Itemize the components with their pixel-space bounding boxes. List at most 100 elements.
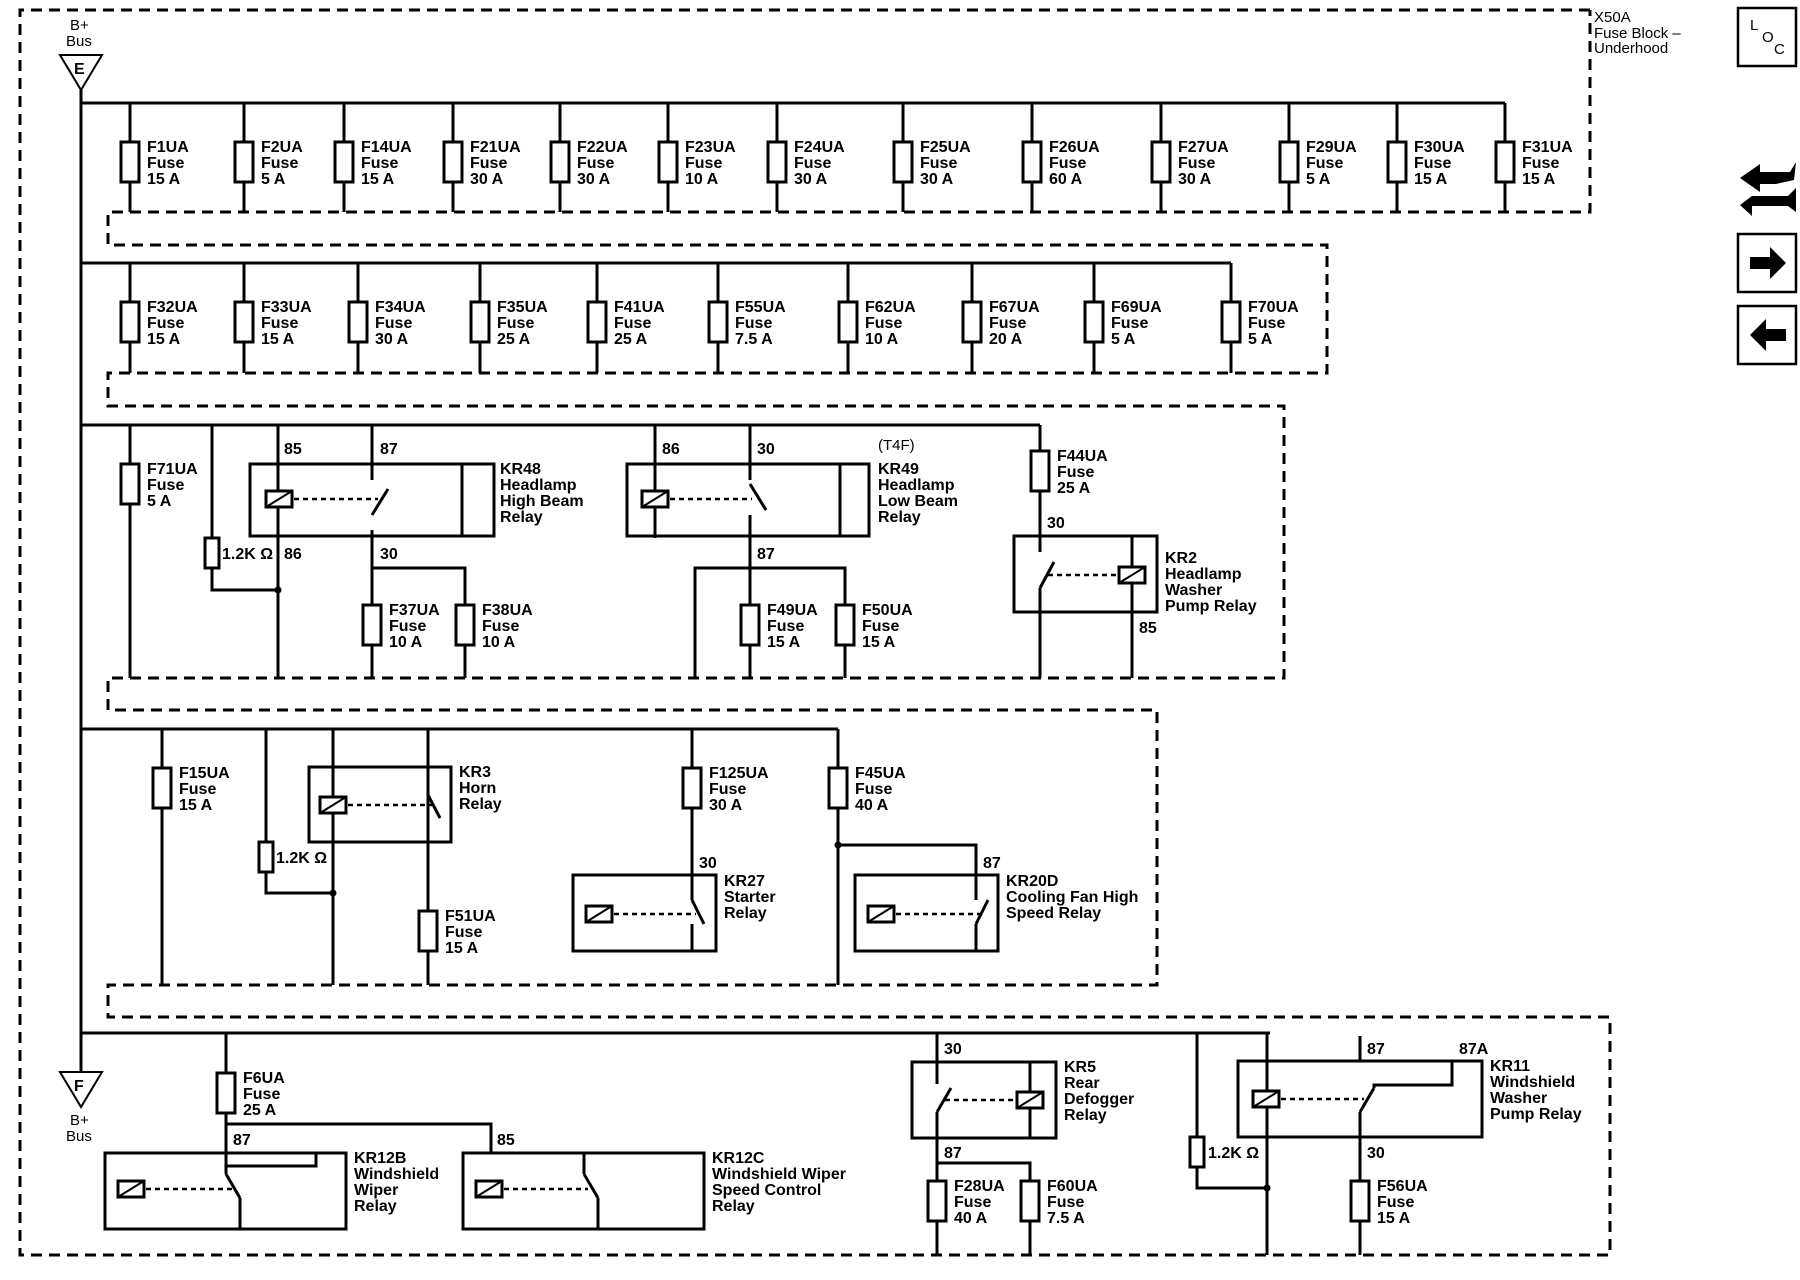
bus-label: Bus: [66, 33, 92, 50]
pin-number: 30: [1367, 1145, 1385, 1162]
fuse-type: Fuse: [147, 477, 184, 494]
relay-KR49-box: [625, 462, 871, 538]
relay-label-line: Relay: [1064, 1107, 1107, 1124]
fuse-type: Fuse: [855, 781, 892, 798]
bus-label: Bus: [66, 1128, 92, 1145]
fuse-symbol: [1083, 300, 1105, 344]
fuse-type: Fuse: [261, 155, 298, 172]
pin-number: 87A: [1459, 1041, 1489, 1058]
fuse-symbol: [417, 909, 439, 953]
relay-label-line: Washer: [1490, 1090, 1547, 1107]
resistor-symbol: [1188, 1135, 1206, 1169]
fuse-name: F28UA: [954, 1178, 1005, 1195]
fuse-symbol: [1021, 140, 1043, 184]
fuse-name: F69UA: [1111, 299, 1162, 316]
relay-label-line: KR12B: [354, 1150, 406, 1167]
pin-number: 85: [1139, 620, 1157, 637]
loc-icon: O: [1762, 29, 1774, 46]
fuse-name: F62UA: [865, 299, 916, 316]
fuse-name: F27UA: [1178, 139, 1229, 156]
relay-label-line: Windshield: [354, 1166, 439, 1183]
fuse-symbol: [119, 300, 141, 344]
next-button[interactable]: [1736, 232, 1798, 294]
fuse-rating: 20 A: [989, 331, 1023, 348]
pin-number: 87: [983, 855, 1001, 872]
relay-KR3-box: [307, 765, 453, 844]
fuse-rating: 10 A: [482, 634, 516, 651]
pin-number: 87: [380, 441, 398, 458]
pin-number: 30: [757, 441, 775, 458]
fuse-symbol: [442, 140, 464, 184]
fuse-name: F125UA: [709, 765, 769, 782]
fuse-symbol: [361, 603, 383, 647]
fuse-type: Fuse: [243, 1086, 280, 1103]
relay-label-line: Rear: [1064, 1075, 1100, 1092]
relay-label-line: Windshield Wiper: [712, 1166, 846, 1183]
fuse-name: F55UA: [735, 299, 786, 316]
fuse-symbol: [657, 140, 679, 184]
fuse-symbol: [739, 603, 761, 647]
fuse-symbol: [961, 300, 983, 344]
fuse-name: F45UA: [855, 765, 906, 782]
fuse-rating: 15 A: [1377, 1210, 1411, 1227]
fuse-rating: 15 A: [179, 797, 213, 814]
fuse-rating: 25 A: [614, 331, 648, 348]
pin-number: 87: [233, 1132, 251, 1149]
fuse-rating: 5 A: [1248, 331, 1273, 348]
fuse-rating: 25 A: [243, 1102, 277, 1119]
arrow-left-icon: [1750, 319, 1786, 351]
fuse-name: F56UA: [1377, 1178, 1428, 1195]
fuse-type: Fuse: [1248, 315, 1285, 332]
fuse-name: F24UA: [794, 139, 845, 156]
resistor-label: 1.2K Ω: [276, 850, 327, 867]
fuse-name: F50UA: [862, 602, 913, 619]
fuse-type: Fuse: [261, 315, 298, 332]
relay-label-line: Washer: [1165, 582, 1222, 599]
fuse-symbol: [834, 603, 856, 647]
fuse-type: Fuse: [1111, 315, 1148, 332]
fuse-type: Fuse: [179, 781, 216, 798]
fuse-type: Fuse: [389, 618, 426, 635]
fuse-name: F30UA: [1414, 139, 1465, 156]
relay-label-line: Speed Relay: [1006, 905, 1101, 922]
loc-button[interactable]: L O C: [1736, 6, 1798, 68]
fuse-name: F51UA: [445, 908, 496, 925]
fuse-type: Fuse: [1178, 155, 1215, 172]
fuse-type: Fuse: [1522, 155, 1559, 172]
fuse-symbol: [707, 300, 729, 344]
fuse-symbol: [233, 140, 255, 184]
connector-tool-icon: [1740, 162, 1796, 216]
fuse-name: F2UA: [261, 139, 303, 156]
fuse-name: F67UA: [989, 299, 1040, 316]
fuse-name: F70UA: [1248, 299, 1299, 316]
fuse-rating: 30 A: [470, 171, 504, 188]
fuse-rating: 15 A: [1522, 171, 1556, 188]
relay-label-line: KR27: [724, 873, 765, 890]
fuse-type: Fuse: [1057, 464, 1094, 481]
fuse-name: F37UA: [389, 602, 440, 619]
bus-label: B+: [70, 17, 89, 34]
fuse-rating: 10 A: [389, 634, 423, 651]
fuse-name: F6UA: [243, 1070, 285, 1087]
fuse-symbol: [469, 300, 491, 344]
fuse-name: F21UA: [470, 139, 521, 156]
relay-label-line: Starter: [724, 889, 776, 906]
fuse-type: Fuse: [497, 315, 534, 332]
bus-letter: F: [74, 1078, 84, 1095]
relay-label-line: Pump Relay: [1490, 1106, 1582, 1123]
fuse-name: F71UA: [147, 461, 198, 478]
fuse-type: Fuse: [1047, 1194, 1084, 1211]
connector-tool-button[interactable]: [1740, 162, 1796, 216]
fuse-name: F25UA: [920, 139, 971, 156]
relay-label-line: Cooling Fan High: [1006, 889, 1138, 906]
fuse-type: Fuse: [361, 155, 398, 172]
fuse-name: F23UA: [685, 139, 736, 156]
fuse-type: Fuse: [147, 155, 184, 172]
relay-label-line: Wiper: [354, 1182, 398, 1199]
fuse-name: F60UA: [1047, 1178, 1098, 1195]
previous-button[interactable]: [1736, 304, 1798, 366]
fuse-rating: 15 A: [1414, 171, 1448, 188]
